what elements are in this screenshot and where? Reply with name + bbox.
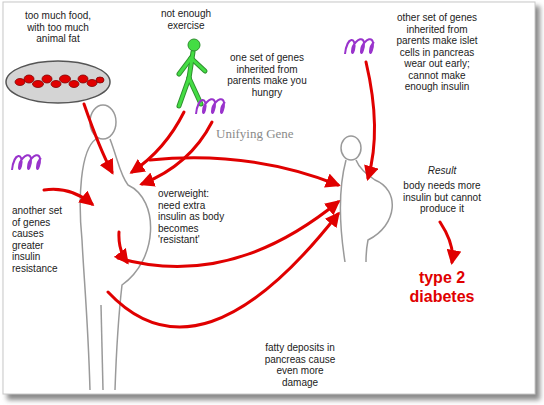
gene-note: one set of genes inherited from parents … xyxy=(226,52,308,98)
overweight-body xyxy=(80,105,150,390)
watermark: Unifying Gene xyxy=(216,128,336,140)
outcome-label: type 2 diabetes xyxy=(396,268,488,306)
walking-figure-fill xyxy=(179,52,205,106)
fat-blobs xyxy=(15,75,104,88)
effect-note: fatty deposits in pancreas cause even mo… xyxy=(258,342,342,388)
effect-note: overweight: need extra insulin as body b… xyxy=(158,188,232,246)
walking-figure xyxy=(179,52,205,106)
result-heading: Result xyxy=(396,165,488,177)
walking-figure-head xyxy=(188,39,200,51)
diabetic-body xyxy=(341,136,393,262)
cause-note: not enough exercise xyxy=(150,8,222,31)
result-note: body needs more insulin but cannot produ… xyxy=(396,180,488,215)
frame xyxy=(3,2,535,394)
cause-arrows xyxy=(44,62,453,327)
food-dish xyxy=(6,61,110,103)
cause-note: too much food, with too much animal fat xyxy=(21,10,95,45)
gene-note: other set of genes inherited from parent… xyxy=(392,12,482,93)
gene-note: another set of genes causes greater insu… xyxy=(12,205,68,274)
